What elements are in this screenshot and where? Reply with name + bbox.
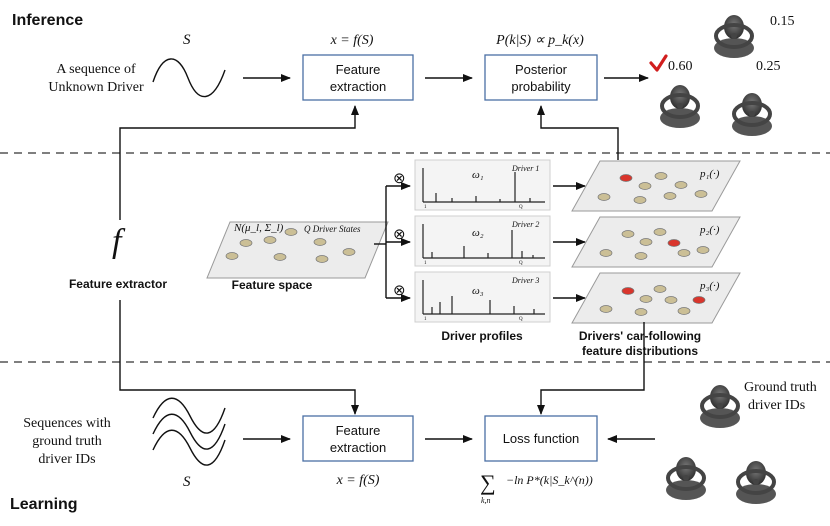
learning-s-symbol: S (183, 474, 191, 490)
driver-3-illustration (730, 91, 774, 138)
checkmark-icon (649, 54, 668, 72)
inference-feature-box (302, 54, 414, 101)
distribution-plane-3 (571, 272, 741, 324)
loss-equation: −ln P*(k|S_k^(n)) (506, 473, 593, 487)
inference-posterior-label-1: Posterior (515, 62, 568, 77)
inference-input-label-1: A sequence of (56, 62, 136, 77)
distribution-1-dots (597, 172, 708, 204)
arrow-dist-to-posterior (537, 105, 619, 160)
arrow-f-to-inference-feature (119, 105, 359, 220)
driver-profiles-label: Driver profiles (441, 329, 523, 343)
otimes-3: ⊗ (393, 283, 406, 299)
gaussian-label: N(μ_l, Σ_l) (233, 222, 284, 234)
learning-waves (152, 397, 226, 466)
arrow-f-to-learning-feature (119, 300, 359, 415)
loss-function-box (484, 415, 598, 462)
loss-function-label: Loss function (503, 431, 580, 446)
prob-driver-1: 0.15 (770, 14, 795, 29)
learning-input-label-2: ground truth (32, 434, 102, 449)
profile-2-omega: ω₂ (472, 227, 484, 239)
learning-title: Learning (10, 496, 78, 513)
feature-space-label: Feature space (232, 278, 313, 292)
prob-driver-2: 0.60 (668, 59, 693, 74)
gt-driver-2-illustration (664, 455, 708, 502)
gt-label-2: driver IDs (748, 398, 805, 413)
gt-label-1: Ground truth (744, 380, 817, 395)
learning-feature-box (302, 415, 414, 462)
learning-feature-label-2: extraction (330, 440, 386, 455)
inference-feature-eq: x = f(S) (330, 33, 374, 48)
distributions-label-2: feature distributions (582, 344, 698, 358)
feature-space-dots (225, 228, 356, 263)
profile-1-axis-start: 1 (424, 205, 427, 210)
inference-input-label-2: Unknown Driver (48, 80, 144, 95)
profile-2-axis-start: 1 (424, 261, 427, 266)
otimes-2: ⊗ (393, 227, 406, 243)
inference-title: Inference (12, 12, 83, 29)
profile-3-axis-start: 1 (424, 317, 427, 322)
profile-1-driver: Driver 1 (511, 164, 539, 173)
profile-3-axis-end: Q (519, 317, 523, 322)
profile-3-omega: ω₃ (472, 285, 484, 297)
distributions-label-1: Drivers' car-following (579, 329, 701, 343)
distribution-2-label: p₂(·) (699, 224, 720, 236)
learning-input-label-1: Sequences with (23, 416, 110, 431)
profile-2-axis-end: Q (519, 261, 523, 266)
inference-s-symbol: S (183, 32, 191, 48)
distribution-plane-1 (571, 160, 741, 212)
prob-driver-3: 0.25 (756, 59, 781, 74)
feature-extractor-label: Feature extractor (69, 277, 167, 291)
distribution-3-dots (599, 285, 706, 316)
inference-posterior-eq: P(k|S) ∝ p_k(x) (495, 33, 584, 48)
profile-2-driver: Driver 2 (511, 220, 539, 229)
learning-feature-label-1: Feature (336, 423, 381, 438)
inference-feature-label-1: Feature (336, 62, 381, 77)
profile-3-driver: Driver 3 (511, 276, 539, 285)
gt-driver-1-illustration (698, 383, 742, 430)
q-states-label: Q Driver States (304, 224, 361, 234)
f-symbol: f (112, 223, 126, 260)
gt-driver-3-illustration (734, 459, 778, 506)
feature-space-plane (206, 221, 389, 279)
loss-sum-symbol: ∑ (480, 470, 496, 495)
profile-1-omega: ω₁ (472, 169, 484, 181)
distribution-3-label: p₃(·) (699, 280, 720, 292)
otimes-1: ⊗ (393, 171, 406, 187)
arrow-dist-to-loss (537, 322, 645, 415)
learning-input-label-3: driver IDs (38, 452, 95, 467)
inference-posterior-box (484, 54, 598, 101)
distribution-1-label: p₁(·) (699, 168, 720, 180)
loss-sum-subscript: k,n (481, 496, 491, 505)
inference-wave (152, 58, 226, 98)
profile-1-axis-end: Q (519, 205, 523, 210)
inference-posterior-label-2: probability (511, 79, 571, 94)
inference-feature-label-2: extraction (330, 79, 386, 94)
learning-feature-eq: x = f(S) (336, 473, 380, 488)
distribution-2-dots (599, 228, 710, 260)
distribution-plane-2 (571, 216, 741, 268)
driver-1-illustration (712, 13, 756, 60)
driver-2-illustration (658, 83, 702, 130)
